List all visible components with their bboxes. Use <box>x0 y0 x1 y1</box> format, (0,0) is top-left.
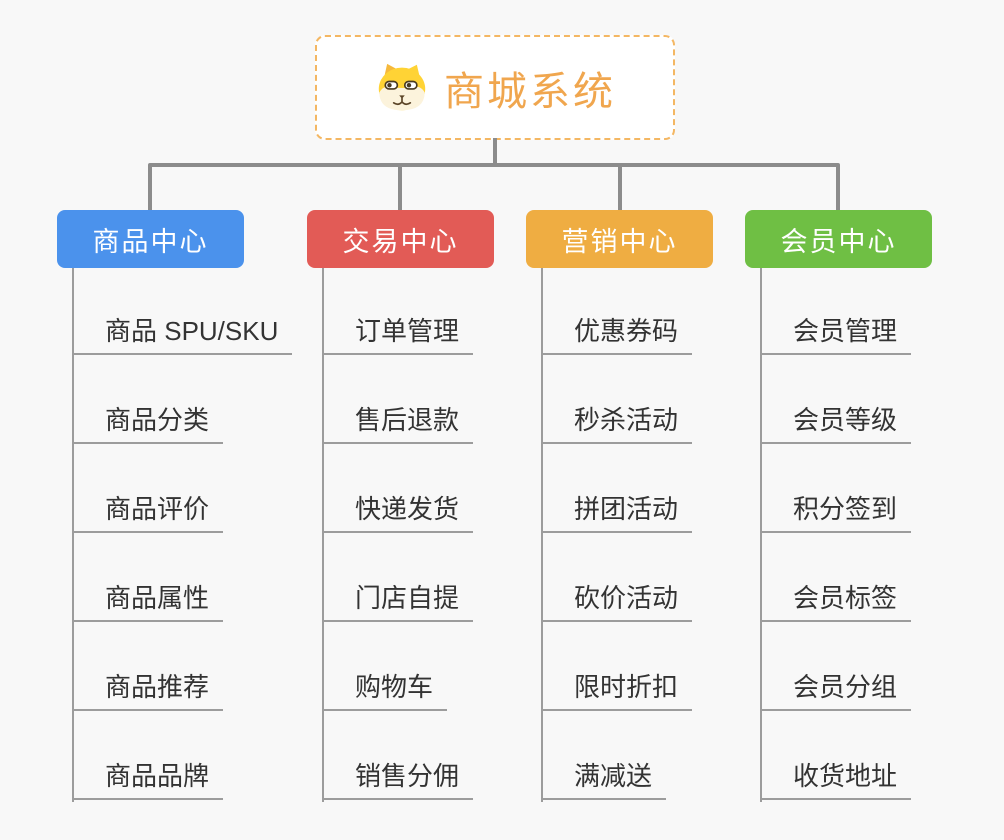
leaf-node[interactable]: 会员等级 <box>760 400 912 444</box>
connector-drop-branch-4 <box>836 165 840 210</box>
leaf-node[interactable]: 砍价活动 <box>541 578 693 622</box>
branch-trunk-line <box>541 268 543 802</box>
leaf-node[interactable]: 购物车 <box>322 667 448 711</box>
root-node-mall-system[interactable]: 商城系统 <box>315 35 675 140</box>
branch-trunk-line <box>322 268 324 802</box>
leaf-node[interactable]: 售后退款 <box>322 400 474 444</box>
connector-drop-branch-3 <box>618 165 622 210</box>
branch-node-trade-center[interactable]: 交易中心 <box>307 210 494 268</box>
branch-node-marketing-center[interactable]: 营销中心 <box>526 210 713 268</box>
leaf-node[interactable]: 商品属性 <box>72 578 224 622</box>
leaf-node[interactable]: 秒杀活动 <box>541 400 693 444</box>
leaf-node[interactable]: 会员分组 <box>760 667 912 711</box>
leaf-node[interactable]: 商品评价 <box>72 489 224 533</box>
leaf-node[interactable]: 会员标签 <box>760 578 912 622</box>
branch-marketing-center: 营销中心 优惠券码 秒杀活动 拼团活动 砍价活动 限时折扣 满减送 <box>526 0 786 840</box>
branch-member-center: 会员中心 会员管理 会员等级 积分签到 会员标签 会员分组 收货地址 <box>745 0 1004 840</box>
connector-horizontal-bar <box>148 163 840 167</box>
leaf-node[interactable]: 优惠券码 <box>541 311 693 355</box>
branch-node-member-center[interactable]: 会员中心 <box>745 210 932 268</box>
branch-trunk-line <box>72 268 74 802</box>
leaf-node[interactable]: 订单管理 <box>322 311 474 355</box>
leaf-node[interactable]: 限时折扣 <box>541 667 693 711</box>
leaf-node[interactable]: 满减送 <box>541 756 667 800</box>
leaf-node[interactable]: 收货地址 <box>760 756 912 800</box>
connector-drop-branch-2 <box>398 165 402 210</box>
branch-trade-center: 交易中心 订单管理 售后退款 快递发货 门店自提 购物车 销售分佣 <box>307 0 567 840</box>
leaf-node[interactable]: 销售分佣 <box>322 756 474 800</box>
shiba-dog-icon <box>378 63 426 110</box>
leaf-node[interactable]: 门店自提 <box>322 578 474 622</box>
leaf-node[interactable]: 拼团活动 <box>541 489 693 533</box>
leaf-node[interactable]: 快递发货 <box>322 489 474 533</box>
leaf-node[interactable]: 商品品牌 <box>72 756 224 800</box>
leaf-node[interactable]: 会员管理 <box>760 311 912 355</box>
connector-drop-branch-1 <box>148 165 152 210</box>
leaf-node[interactable]: 商品分类 <box>72 400 224 444</box>
leaf-node[interactable]: 积分签到 <box>760 489 912 533</box>
branch-trunk-line <box>760 268 762 802</box>
root-title: 商城系统 <box>444 69 616 114</box>
leaf-node[interactable]: 商品推荐 <box>72 667 224 711</box>
branch-product-center: 商品中心 商品 SPU/SKU 商品分类 商品评价 商品属性 商品推荐 商品品牌 <box>57 0 317 840</box>
connector-root-stem <box>493 138 497 165</box>
branch-node-product-center[interactable]: 商品中心 <box>57 210 244 268</box>
leaf-node[interactable]: 商品 SPU/SKU <box>72 311 293 355</box>
